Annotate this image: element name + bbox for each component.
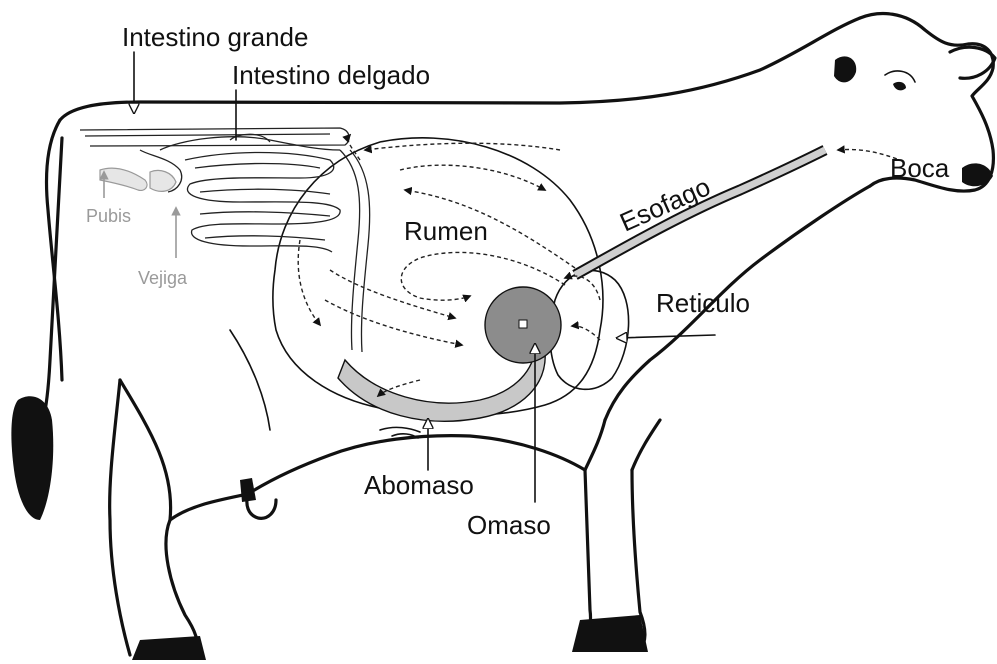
label-pubis: Pubis	[86, 206, 131, 226]
label-vejiga: Vejiga	[138, 268, 188, 288]
reticulo-outline	[550, 270, 629, 389]
intestines	[80, 128, 370, 352]
label-boca: Boca	[890, 153, 950, 183]
label-abomaso: Abomaso	[364, 470, 474, 500]
label-reticulo: Reticulo	[656, 288, 750, 318]
label-intestino-grande: Intestino grande	[122, 22, 308, 52]
label-intestino-delgado: Intestino delgado	[232, 60, 430, 90]
labels: Intestino grande Intestino delgado Boca …	[86, 22, 950, 540]
rumen-outline	[273, 138, 603, 416]
omaso-shape	[485, 287, 561, 363]
label-omaso: Omaso	[467, 510, 551, 540]
pointer-reticulo	[618, 335, 715, 338]
label-rumen: Rumen	[404, 216, 488, 246]
flow-arrows	[298, 135, 600, 396]
